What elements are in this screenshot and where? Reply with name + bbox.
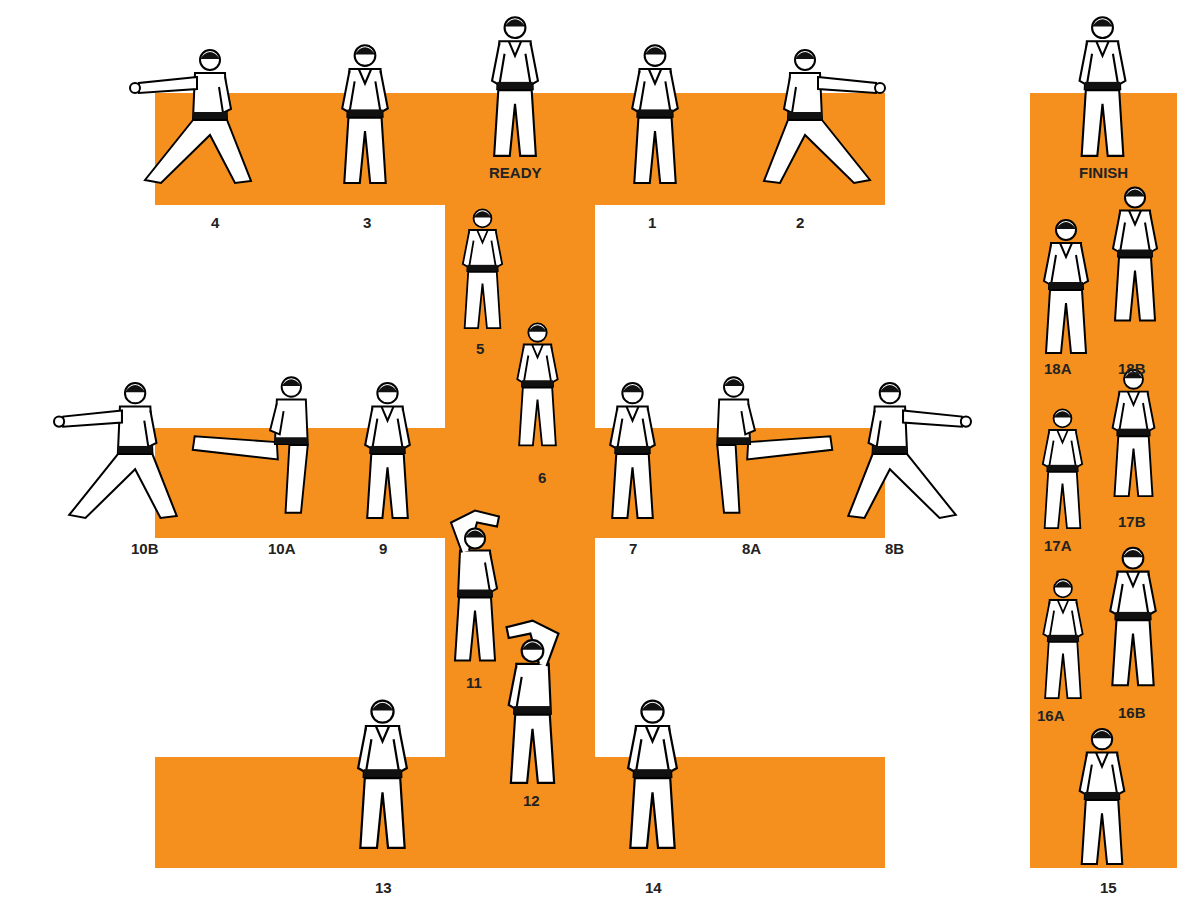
figure xyxy=(1043,579,1082,698)
callout-number: FINISH xyxy=(1079,165,1128,180)
callout-number: 3 xyxy=(363,215,371,230)
callout-number: 13 xyxy=(375,880,392,895)
callout-number: 17B xyxy=(1118,514,1146,529)
figure xyxy=(632,45,678,183)
callout-number: 16B xyxy=(1118,705,1146,720)
finish-band xyxy=(1030,93,1177,868)
callout-number: 4 xyxy=(211,215,219,230)
figure xyxy=(507,621,559,783)
figure xyxy=(492,17,538,156)
callout-number: 2 xyxy=(796,215,804,230)
callout-number: READY xyxy=(489,165,542,180)
callout-number: 16A xyxy=(1037,708,1065,723)
callout-number: 14 xyxy=(645,880,662,895)
figure xyxy=(54,383,177,518)
figure xyxy=(848,383,971,518)
callout-number: 12 xyxy=(523,793,540,808)
callout-number: 18A xyxy=(1044,361,1072,376)
callout-number: 15 xyxy=(1100,880,1117,895)
figure xyxy=(451,511,499,661)
figure xyxy=(358,701,407,848)
figure xyxy=(517,323,557,445)
figure xyxy=(193,377,308,512)
callout-number: 17A xyxy=(1044,538,1072,553)
figure xyxy=(628,701,677,848)
callout-number: 9 xyxy=(379,541,387,556)
figure xyxy=(1043,409,1082,528)
callout-number: 10A xyxy=(268,541,296,556)
figure xyxy=(463,209,502,328)
callout-number: 11 xyxy=(466,675,482,690)
figure xyxy=(1113,188,1157,321)
callout-number: 8A xyxy=(742,541,761,556)
callout-number: 1 xyxy=(648,215,656,230)
figure xyxy=(1044,220,1088,353)
figure xyxy=(1110,548,1155,685)
figure xyxy=(1080,729,1125,864)
callout-number: 5 xyxy=(476,341,484,356)
figure xyxy=(764,50,885,183)
callout-number: 7 xyxy=(629,541,637,556)
figure xyxy=(717,377,832,512)
figure xyxy=(342,45,388,183)
callout-number: 6 xyxy=(538,470,546,485)
orange-band xyxy=(155,93,1177,868)
callout-number: 18B xyxy=(1118,361,1146,376)
callout-number: 8B xyxy=(885,541,904,556)
figure xyxy=(365,383,410,518)
figure xyxy=(1113,370,1155,496)
figure xyxy=(610,383,655,518)
figure xyxy=(130,50,251,183)
figure xyxy=(1080,17,1126,156)
callout-number: 10B xyxy=(131,541,159,556)
